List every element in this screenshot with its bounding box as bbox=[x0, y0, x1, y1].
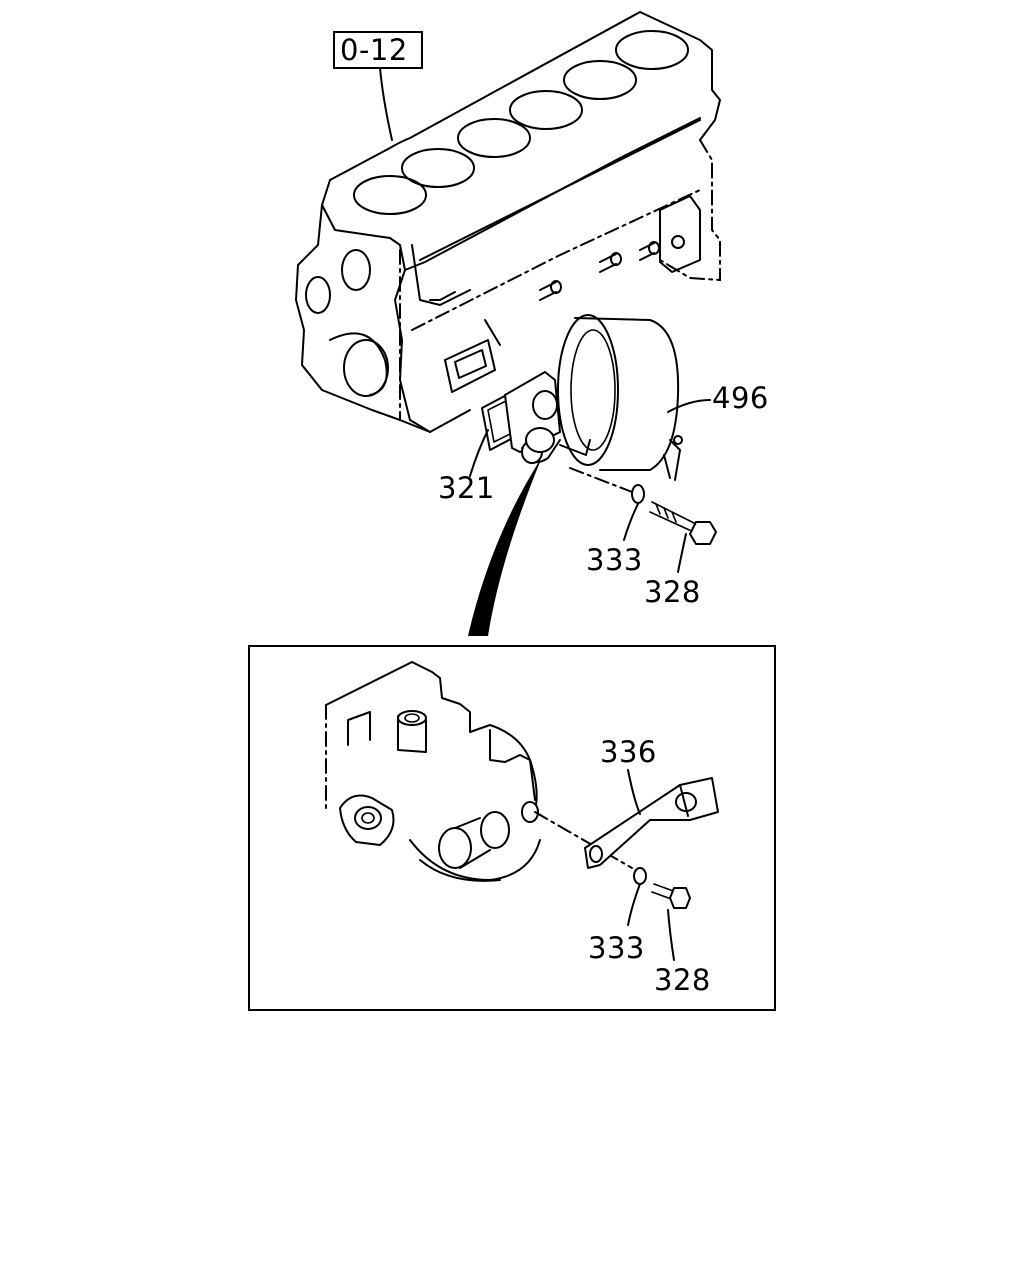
fuel-filter-assembly bbox=[481, 314, 683, 481]
callout-321[interactable]: 321 bbox=[438, 429, 495, 505]
callout-336-label: 336 bbox=[600, 735, 657, 769]
assembly-axis-detail bbox=[534, 811, 633, 869]
reference-leader bbox=[379, 67, 393, 141]
callout-336[interactable]: 336 bbox=[600, 735, 657, 815]
assembly-axis-upper bbox=[569, 467, 633, 493]
callout-328-upper[interactable]: 328 bbox=[644, 533, 701, 609]
engine-block bbox=[295, 11, 721, 433]
bolt-upper bbox=[649, 501, 717, 545]
callout-321-label: 321 bbox=[438, 471, 495, 505]
detail-view-frame bbox=[248, 645, 776, 1011]
callout-496[interactable]: 496 bbox=[667, 381, 769, 415]
detail-pointer bbox=[468, 460, 540, 636]
callout-328-detail-label: 328 bbox=[654, 963, 711, 997]
reference-box-label: 0-12 bbox=[340, 33, 408, 67]
callout-333-detail-label: 333 bbox=[588, 931, 645, 965]
reference-box[interactable]: 0-12 bbox=[333, 31, 423, 69]
callout-328-detail[interactable]: 328 bbox=[654, 909, 711, 997]
washer-upper bbox=[631, 484, 645, 504]
callout-328-upper-label: 328 bbox=[644, 575, 701, 609]
bolt-detail bbox=[651, 883, 691, 909]
filter-head-detail bbox=[325, 661, 541, 882]
bracket-detail bbox=[584, 777, 719, 869]
callout-333-upper-label: 333 bbox=[586, 543, 643, 577]
callout-333-detail[interactable]: 333 bbox=[588, 883, 645, 965]
callout-496-label: 496 bbox=[712, 381, 769, 415]
callout-333-upper[interactable]: 333 bbox=[586, 503, 643, 577]
